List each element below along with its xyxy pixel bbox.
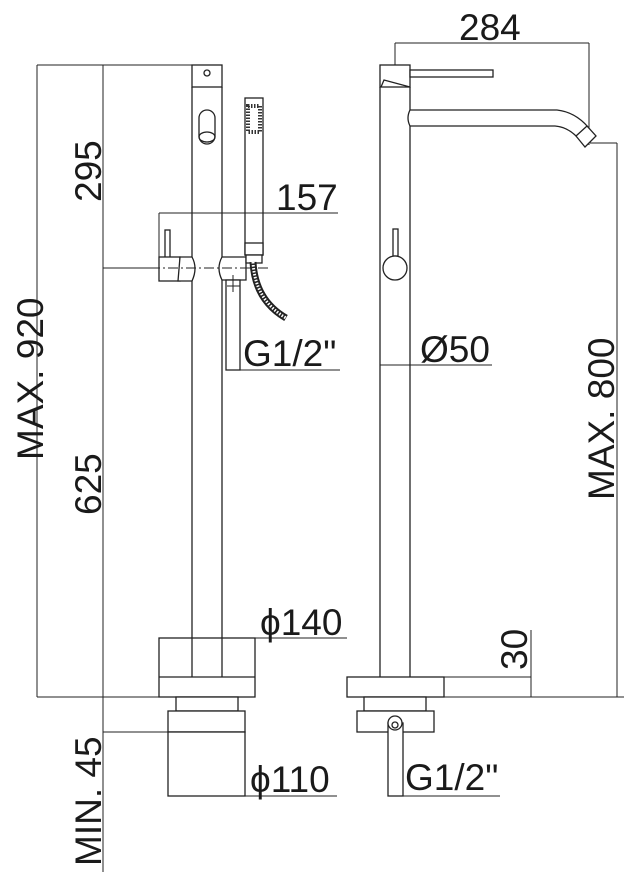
lever <box>409 69 494 78</box>
30-label: 30 <box>494 629 535 670</box>
d140-label: ϕ140 <box>260 602 342 643</box>
d110-label: ϕ110 <box>250 759 330 800</box>
outlet-pipe <box>225 279 241 371</box>
front-view <box>36 64 347 872</box>
g12-side-label: G1/2" <box>405 757 498 798</box>
g12-front-label: G1/2" <box>243 333 336 374</box>
base-140 <box>158 637 256 698</box>
knob <box>382 255 408 281</box>
max-920-label: MAX. 920 <box>10 298 51 460</box>
625-label: 625 <box>68 453 109 515</box>
max-800-label: MAX. 800 <box>581 338 622 500</box>
foot-110 <box>167 731 246 797</box>
d50-label: Ø50 <box>420 329 490 370</box>
side-view <box>346 42 624 797</box>
min-45-label: MIN. 45 <box>68 736 109 866</box>
157-label: 157 <box>276 177 338 218</box>
spout <box>407 109 589 139</box>
295-label: 295 <box>68 140 109 202</box>
284-label: 284 <box>459 7 521 48</box>
